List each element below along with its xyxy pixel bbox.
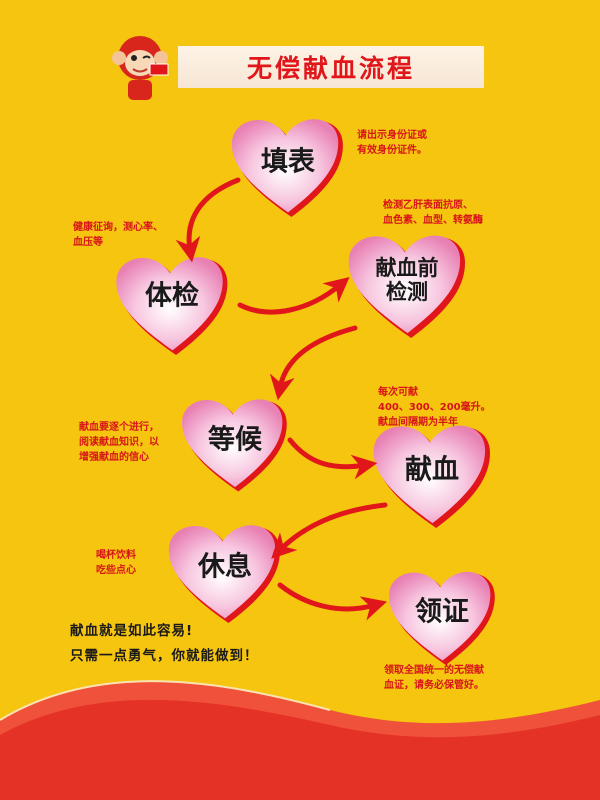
note-rest: 喝杯饮料 吃些点心 bbox=[96, 550, 136, 576]
note-fill-form: 请出示身份证或 有效身份证件。 bbox=[357, 130, 427, 156]
note-checkup: 健康征询，测心率、 血压等 bbox=[73, 222, 163, 248]
step-certificate: 领证 bbox=[415, 596, 469, 628]
page-title: 无偿献血流程 bbox=[246, 54, 415, 83]
bottom-wave bbox=[0, 699, 600, 800]
step-pretest: 献血前 检测 bbox=[375, 255, 439, 304]
note-donate: 每次可献 400、300、200毫升。 献血间隔期为半年 bbox=[378, 387, 491, 428]
slogan-line-1: 献血就是如此容易! bbox=[70, 623, 194, 639]
arrow-5 bbox=[271, 502, 388, 559]
slogan-line-2: 只需一点勇气，你就能做到！ bbox=[70, 648, 259, 664]
title-banner: 无偿献血流程 bbox=[178, 46, 484, 88]
note-pretest: 检测乙肝表面抗原、 血色素、血型、转氨酶 bbox=[383, 200, 483, 226]
step-wait: 等候 bbox=[208, 424, 262, 456]
step-donate: 献血 bbox=[405, 454, 459, 486]
note-certificate: 领取全国统一的无偿献 血证，请务必保管好。 bbox=[384, 665, 484, 691]
step-rest: 休息 bbox=[198, 551, 252, 583]
slogan: 献血就是如此容易! 只需一点勇气，你就能做到！ bbox=[70, 619, 259, 669]
arrow-6 bbox=[277, 582, 388, 621]
note-wait: 献血要逐个进行， 阅读献血知识，以 增强献血的信心 bbox=[79, 422, 159, 463]
step-fill-form: 填表 bbox=[261, 146, 315, 178]
arrow-4 bbox=[287, 437, 378, 480]
arrow-2 bbox=[237, 277, 350, 315]
step-checkup: 体检 bbox=[145, 280, 199, 312]
arrow-1 bbox=[175, 177, 241, 263]
arrow-3 bbox=[269, 325, 358, 401]
monkey-mascot-icon bbox=[112, 36, 169, 100]
